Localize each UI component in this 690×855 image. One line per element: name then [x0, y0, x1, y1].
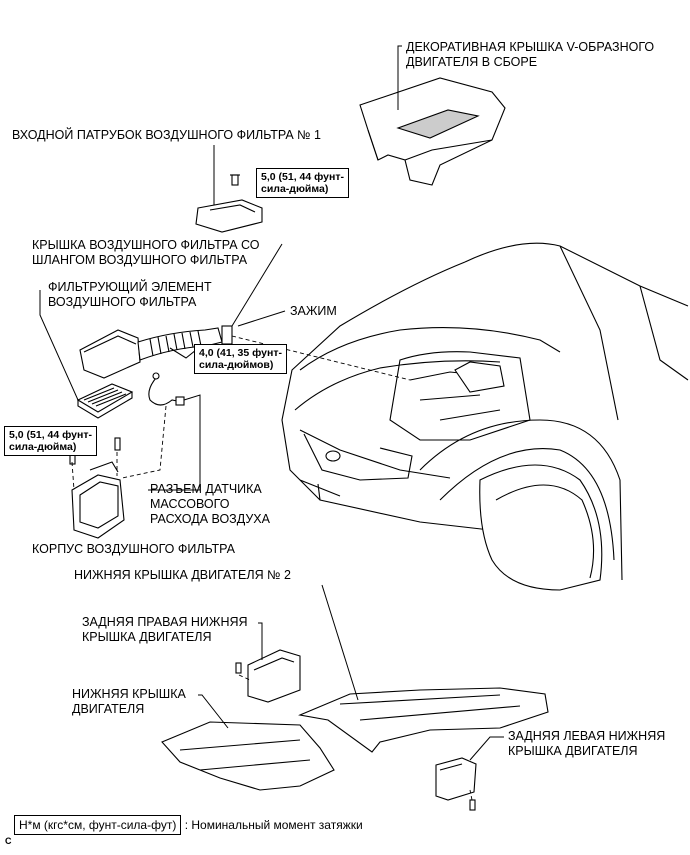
- inlet-duct-drawing: [195, 174, 263, 233]
- label-rear-right-line1: ЗАДНЯЯ ПРАВАЯ НИЖНЯЯ: [82, 615, 248, 629]
- label-under-cover-2: НИЖНЯЯ КРЫШКА ДВИГАТЕЛЯ № 2: [74, 568, 291, 582]
- label-under-cover: НИЖНЯЯ КРЫШКА ДВИГАТЕЛЯ: [72, 687, 186, 717]
- torque-clamp-line2: сила-дюймов): [199, 359, 274, 371]
- label-filter-cap: КРЫШКА ВОЗДУШНОГО ФИЛЬТРА СО ШЛАНГОМ ВОЗ…: [32, 238, 260, 268]
- torque-filter-case: 5,0 (51, 44 фунт- сила-дюйма): [4, 426, 97, 456]
- label-under-cover-line1: НИЖНЯЯ КРЫШКА: [72, 687, 186, 701]
- dashed-lines: [71, 335, 473, 801]
- maf-wire-drawing: [148, 372, 185, 406]
- label-filter-cap-line2: ШЛАНГОМ ВОЗДУШНОГО ФИЛЬТРА: [32, 253, 248, 267]
- label-maf-connector: РАЗЪЕМ ДАТЧИКА МАССОВОГО РАСХОДА ВОЗДУХА: [150, 482, 270, 527]
- label-rear-right-cover: ЗАДНЯЯ ПРАВАЯ НИЖНЯЯ КРЫШКА ДВИГАТЕЛЯ: [82, 615, 248, 645]
- label-maf-line1: РАЗЪЕМ ДАТЧИКА: [150, 482, 262, 496]
- label-filter-case: КОРПУС ВОЗДУШНОГО ФИЛЬТРА: [32, 542, 235, 556]
- corner-mark: C: [5, 836, 12, 846]
- torque-case-line2: сила-дюйма): [9, 441, 77, 453]
- label-engine-cover-line1: ДЕКОРАТИВНАЯ КРЫШКА V-ОБРАЗНОГО: [406, 40, 655, 54]
- label-engine-cover: ДЕКОРАТИВНАЯ КРЫШКА V-ОБРАЗНОГО ДВИГАТЕЛ…: [406, 40, 654, 70]
- under-cover-drawing: [161, 721, 335, 791]
- engine-cover-drawing: [359, 77, 506, 186]
- torque-case-line1: 5,0 (51, 44 фунт-: [9, 429, 92, 441]
- label-filter-element-line2: ВОЗДУШНОГО ФИЛЬТРА: [48, 295, 197, 309]
- filter-cap-drawing: [79, 325, 233, 379]
- under-cover-2-drawing: [298, 687, 549, 753]
- car-drawing: [281, 242, 689, 591]
- torque-inlet-duct: 5,0 (51, 44 фунт- сила-дюйма): [256, 168, 349, 198]
- label-filter-cap-line1: КРЫШКА ВОЗДУШНОГО ФИЛЬТРА СО: [32, 238, 260, 252]
- torque-legend: Н*м (кгс*см, фунт-сила-фут) : Номинальны…: [14, 815, 363, 835]
- label-engine-cover-line2: ДВИГАТЕЛЯ В СБОРЕ: [406, 55, 538, 69]
- label-rear-right-line2: КРЫШКА ДВИГАТЕЛЯ: [82, 630, 212, 644]
- torque-clamp: 4,0 (41, 35 фунт- сила-дюймов): [194, 344, 287, 374]
- rear-left-cover-drawing: [435, 757, 477, 811]
- label-under-cover-line2: ДВИГАТЕЛЯ: [72, 702, 145, 716]
- label-rear-left-line1: ЗАДНЯЯ ЛЕВАЯ НИЖНЯЯ: [508, 729, 666, 743]
- label-rear-left-line2: КРЫШКА ДВИГАТЕЛЯ: [508, 744, 638, 758]
- label-clamp: ЗАЖИМ: [290, 304, 337, 318]
- leader-lines: [39, 45, 504, 761]
- label-filter-element-line1: ФИЛЬТРУЮЩИЙ ЭЛЕМЕНТ: [48, 280, 212, 294]
- legend-description: : Номинальный момент затяжки: [184, 818, 363, 832]
- label-rear-left-cover: ЗАДНЯЯ ЛЕВАЯ НИЖНЯЯ КРЫШКА ДВИГАТЕЛЯ: [508, 729, 665, 759]
- rear-right-cover-drawing: [235, 649, 301, 703]
- label-filter-element: ФИЛЬТРУЮЩИЙ ЭЛЕМЕНТ ВОЗДУШНОГО ФИЛЬТРА: [48, 280, 212, 310]
- torque-inlet-line2: сила-дюйма): [261, 183, 329, 195]
- legend-box: Н*м (кгс*см, фунт-сила-фут): [14, 815, 182, 835]
- torque-clamp-line1: 4,0 (41, 35 фунт-: [199, 347, 282, 359]
- label-maf-line3: РАСХОДА ВОЗДУХА: [150, 512, 270, 526]
- label-inlet-duct: ВХОДНОЙ ПАТРУБОК ВОЗДУШНОГО ФИЛЬТРА № 1: [12, 128, 321, 142]
- filter-element-drawing: [76, 383, 134, 419]
- torque-inlet-line1: 5,0 (51, 44 фунт-: [261, 171, 344, 183]
- label-maf-line2: МАССОВОГО: [150, 497, 230, 511]
